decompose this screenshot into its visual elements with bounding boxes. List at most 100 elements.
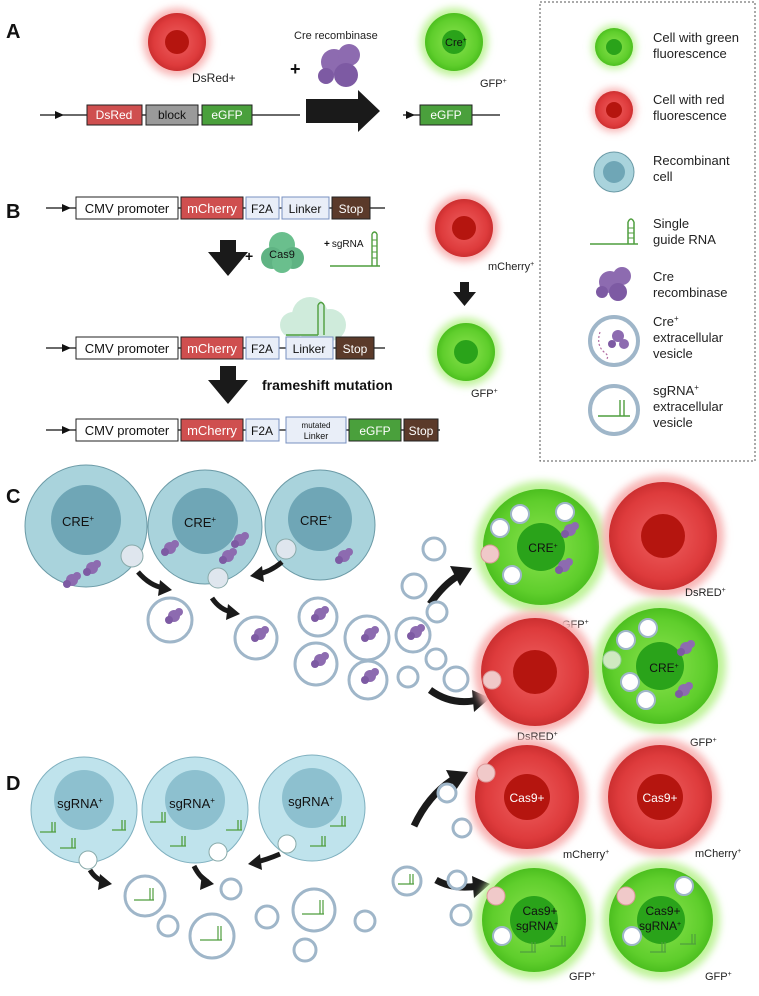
recipient-cell-gfp bbox=[475, 481, 607, 613]
construct-label: F2A bbox=[251, 342, 273, 356]
construct-label: CMV promoter bbox=[85, 201, 170, 216]
construct-label: CMV promoter bbox=[85, 423, 170, 438]
frameshift-label: frameshift mutation bbox=[262, 377, 393, 393]
gfp-cell-label: GFP+ bbox=[480, 78, 507, 90]
donor-label: sgRNA+ bbox=[288, 794, 334, 809]
recipient-cell-gfp bbox=[475, 861, 593, 979]
recipient-inner-label: Cas9+ bbox=[522, 904, 557, 918]
recipient-inner-label: CRE+ bbox=[649, 661, 678, 675]
construct-label: Stop bbox=[339, 202, 364, 216]
legend-label: Cell with green bbox=[653, 30, 739, 45]
legend-label: cell bbox=[653, 169, 673, 184]
construct-label: mCherry bbox=[187, 201, 237, 216]
legend-label: Recombinant bbox=[653, 153, 730, 168]
donor-label: CRE+ bbox=[62, 514, 94, 529]
legend-border bbox=[539, 1, 756, 462]
sgrna-label: +sgRNA bbox=[324, 239, 364, 250]
cas9-icon bbox=[261, 232, 304, 273]
construct-label: F2A bbox=[251, 424, 273, 438]
panel-d: D sgRNA+ sgRNA+ sgRNA+ bbox=[6, 738, 741, 983]
recipient-cell-dsred bbox=[474, 611, 596, 733]
recipient-inner-label: Cas9+ bbox=[509, 791, 544, 805]
dsred-cell-label: DsRed+ bbox=[192, 71, 236, 85]
construct-box-egfp bbox=[201, 104, 253, 126]
plus-sign: + bbox=[245, 248, 253, 264]
sgrna-vesicle-cargo bbox=[134, 874, 414, 941]
construct-label: Linker bbox=[289, 202, 322, 216]
panel-b: B CMV promoter mCherry F2A Linker Stop +… bbox=[6, 194, 534, 444]
legend-label: Cre bbox=[653, 269, 674, 284]
construct-box-block bbox=[145, 104, 199, 126]
construct-box-cmv bbox=[75, 196, 179, 220]
recipient-cell-mcherry bbox=[601, 738, 719, 856]
donor-cell bbox=[264, 469, 376, 581]
recipient-label: DsRED+ bbox=[685, 587, 726, 599]
donor-cell bbox=[147, 469, 263, 589]
mcherry-cell-label: mCherry+ bbox=[488, 261, 534, 273]
donor-label: sgRNA+ bbox=[169, 796, 215, 811]
recipient-inner-label: Cas9+ bbox=[642, 791, 677, 805]
recipient-label: GFP+ bbox=[705, 971, 732, 983]
big-arrow bbox=[306, 90, 380, 132]
down-arrow bbox=[208, 240, 248, 276]
legend-label: guide RNA bbox=[653, 232, 716, 247]
gfp-cell bbox=[420, 8, 488, 76]
construct-box-dsred bbox=[86, 104, 143, 126]
gfp-cell-inner: Cre+ bbox=[445, 37, 467, 49]
panel-letter: C bbox=[6, 486, 20, 508]
promoter-arrow bbox=[55, 111, 64, 119]
cre-protein-icon bbox=[318, 44, 360, 87]
construct-label: mutated bbox=[302, 421, 331, 430]
construct-box-egfp bbox=[419, 104, 473, 126]
construct-label: mCherry bbox=[187, 423, 237, 438]
legend-cre-vesicle-icon bbox=[588, 315, 640, 367]
legend-recombinant-cell-icon bbox=[593, 151, 635, 193]
legend-label: sgRNA+ bbox=[653, 383, 699, 398]
recipient-cell-dsred bbox=[602, 475, 724, 597]
panel-a: A DsRed+ Cre recombinase + Cre+ GFP+ DsR… bbox=[6, 8, 507, 132]
panel-letter: B bbox=[6, 201, 20, 223]
down-arrow bbox=[453, 282, 476, 306]
construct-label: eGFP bbox=[211, 108, 242, 122]
donor-label: CRE+ bbox=[184, 515, 216, 530]
donor-cell bbox=[30, 756, 138, 870]
legend-label: recombinase bbox=[653, 285, 727, 300]
mcherry-cell bbox=[430, 194, 498, 262]
donor-cell bbox=[24, 464, 148, 588]
legend-label: vesicle bbox=[653, 415, 693, 430]
recipient-cell-gfp bbox=[594, 600, 726, 732]
construct-label: F2A bbox=[251, 202, 273, 216]
dsred-cell bbox=[143, 8, 211, 76]
legend-sgrna-vesicle-icon bbox=[588, 384, 640, 436]
sgrna-icon bbox=[330, 231, 380, 267]
legend-cre-icon bbox=[596, 267, 631, 301]
donor-label: CRE+ bbox=[300, 513, 332, 528]
construct-label: block bbox=[158, 108, 187, 122]
recipient-label: mCherry+ bbox=[563, 849, 609, 861]
donor-cell bbox=[258, 754, 366, 862]
legend-label: Single bbox=[653, 216, 689, 231]
legend-red-cell-icon bbox=[592, 88, 636, 132]
cre-recombinase-label: Cre recombinase bbox=[294, 30, 378, 42]
recipient-inner-label: sgRNA+ bbox=[516, 919, 558, 933]
panel-letter: D bbox=[6, 773, 20, 795]
recipient-inner-label: sgRNA+ bbox=[639, 919, 681, 933]
recipient-inner-label: CRE+ bbox=[528, 541, 557, 555]
down-arrow bbox=[208, 366, 248, 404]
donor-cell bbox=[141, 756, 249, 864]
legend-label: extracellular bbox=[653, 330, 724, 345]
construct-label: Linker bbox=[293, 342, 326, 356]
promoter-arrow bbox=[406, 111, 415, 119]
panel-letter: A bbox=[6, 21, 20, 43]
legend-label: Cre+ bbox=[653, 314, 679, 329]
legend-label: Cell with red bbox=[653, 92, 725, 107]
recipient-label: mCherry+ bbox=[695, 848, 741, 860]
recipient-label: GFP+ bbox=[690, 737, 717, 749]
legend-label: fluorescence bbox=[653, 108, 727, 123]
recipient-label: GFP+ bbox=[569, 971, 596, 983]
legend-label: extracellular bbox=[653, 399, 724, 414]
gfp-cell bbox=[432, 318, 500, 386]
recipient-inner-label: Cas9+ bbox=[645, 904, 680, 918]
